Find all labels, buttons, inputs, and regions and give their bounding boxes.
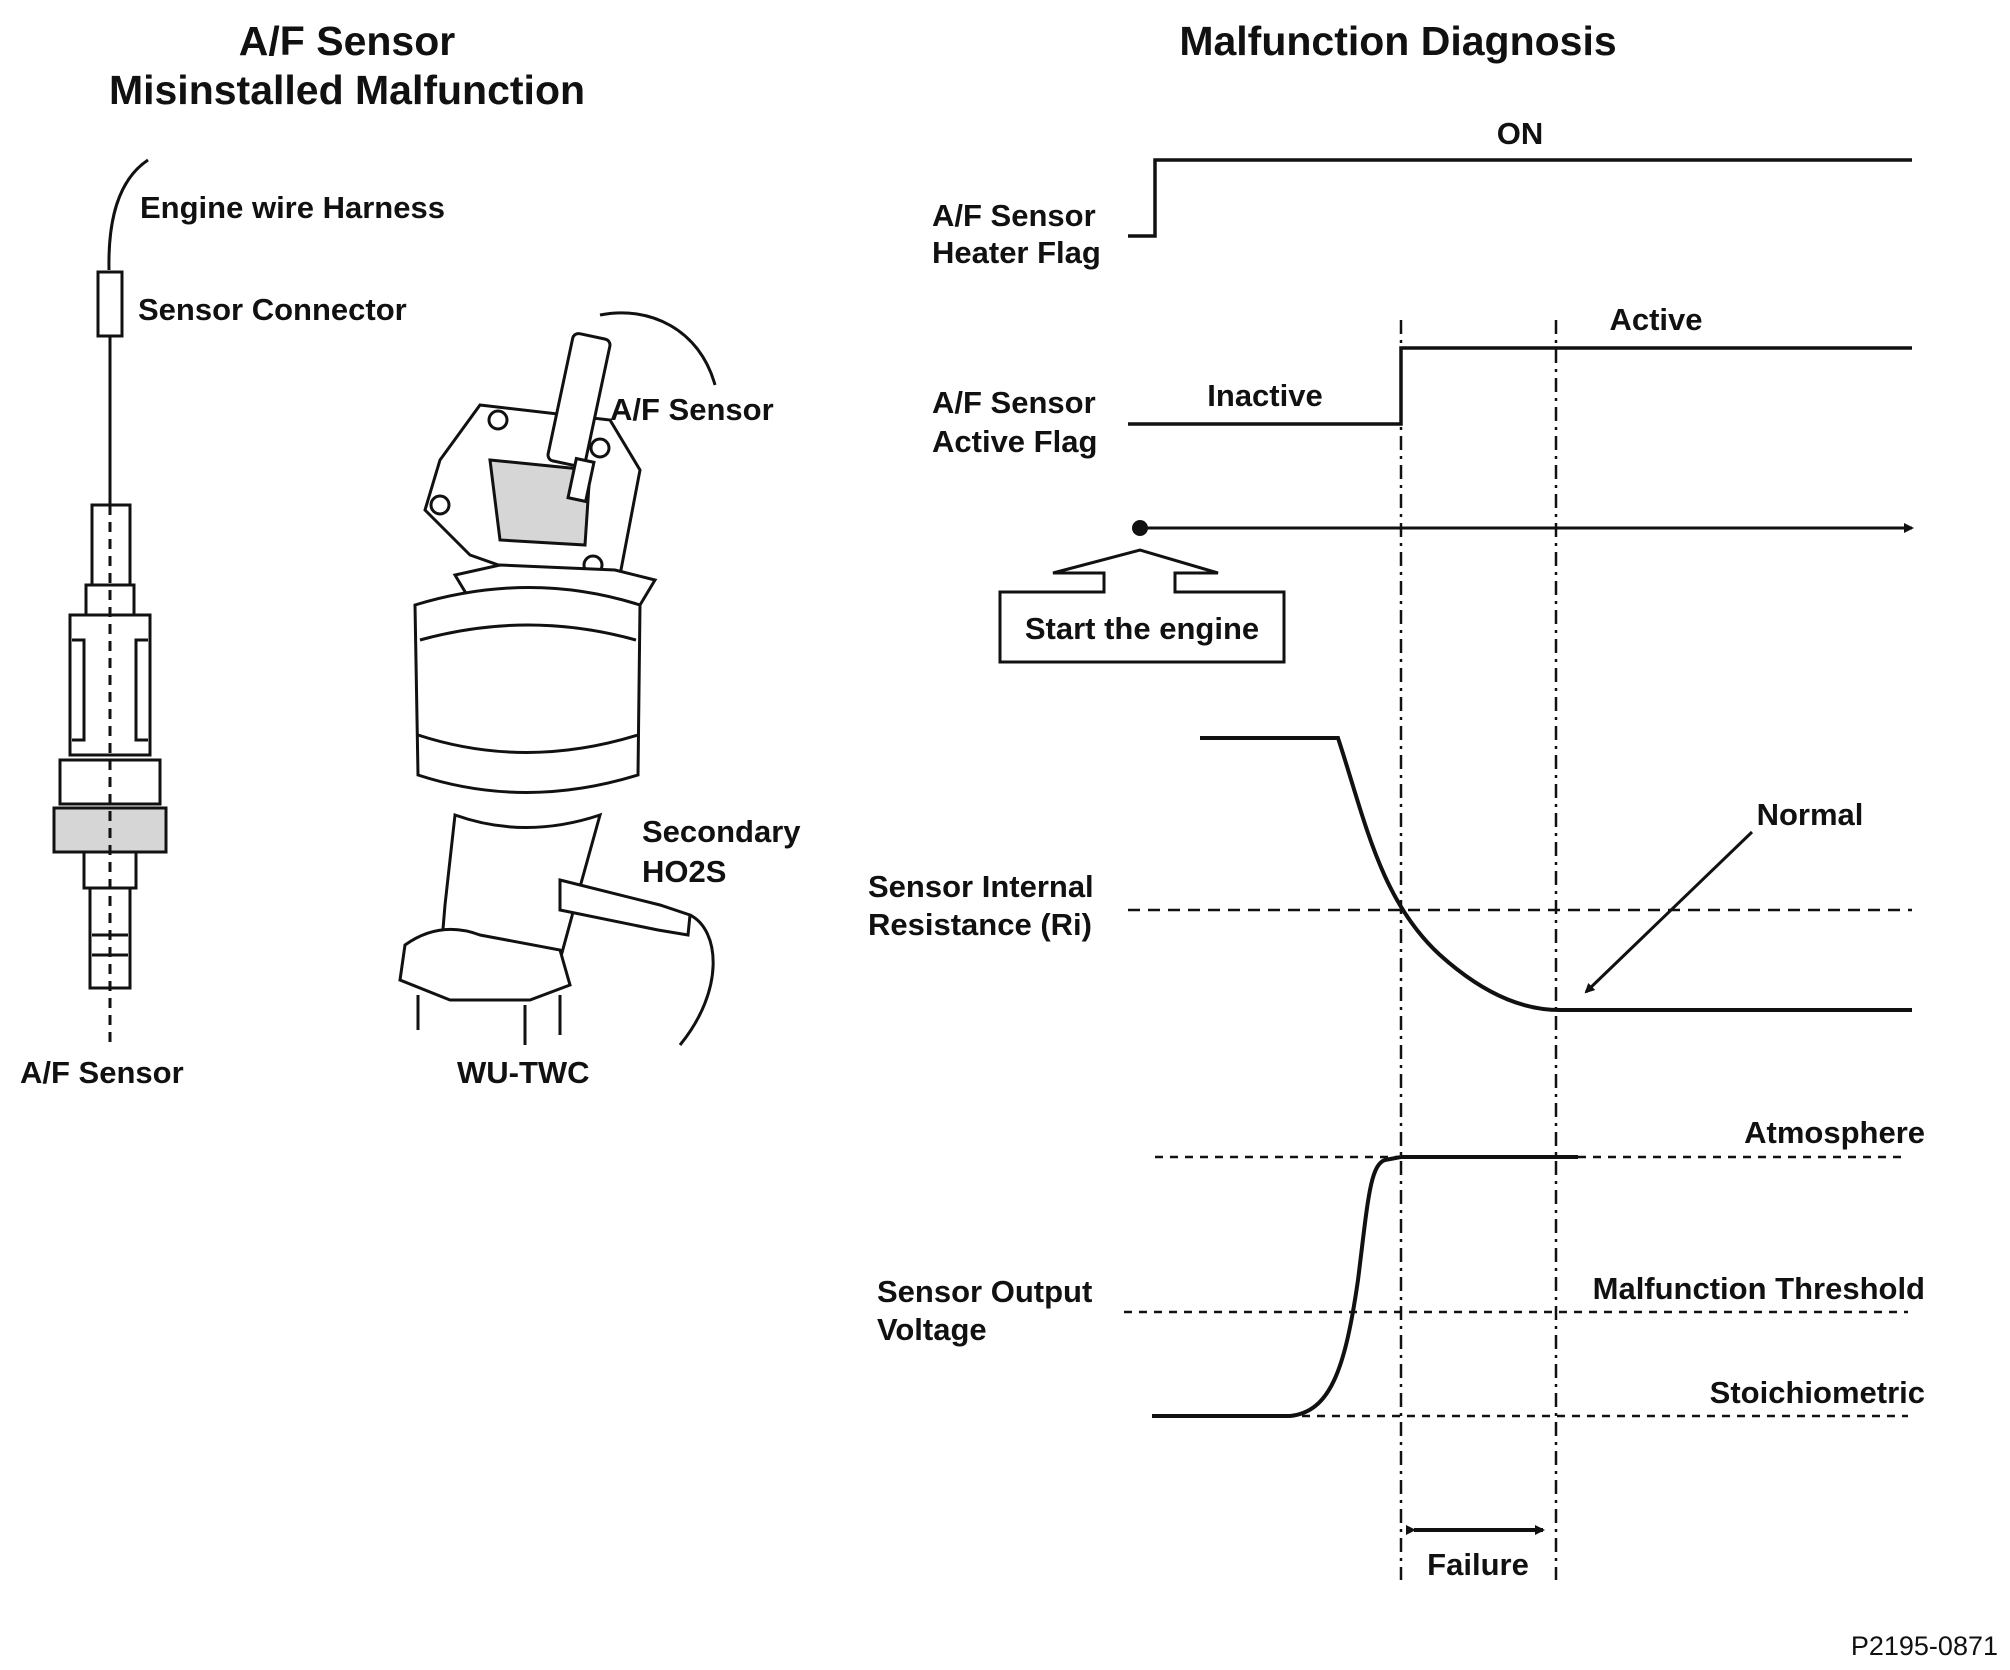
resistance-label-line2: Resistance (Ri) xyxy=(868,907,1092,942)
heater-flag-label-line1: A/F Sensor xyxy=(932,198,1096,233)
label-secondary-line1: Secondary xyxy=(642,814,801,849)
voltage-label-line1: Sensor Output xyxy=(877,1274,1092,1309)
heater-flag-label-line2: Heater Flag xyxy=(932,235,1101,270)
right-panel: Malfunction Diagnosis A/F Sensor Heater … xyxy=(868,18,1925,1582)
normal-annotation: Normal xyxy=(1757,797,1864,832)
label-af-sensor-bottom: A/F Sensor xyxy=(20,1055,184,1090)
label-af-sensor-converter: A/F Sensor xyxy=(610,392,774,427)
normal-pointer-arrow xyxy=(1584,830,1754,994)
left-title-line1: A/F Sensor xyxy=(239,18,455,64)
malfunction-threshold-label: Malfunction Threshold xyxy=(1593,1271,1925,1306)
active-flag-label-line2: Active Flag xyxy=(932,424,1097,459)
sensor-connector-shape xyxy=(96,270,124,338)
voltage-label-line2: Voltage xyxy=(877,1312,987,1347)
failure-label: Failure xyxy=(1427,1547,1529,1582)
right-title: Malfunction Diagnosis xyxy=(1179,18,1616,64)
label-wu-twc: WU-TWC xyxy=(457,1055,590,1090)
harness-wire xyxy=(107,158,149,271)
wu-twc-converter xyxy=(398,311,717,1046)
left-panel: A/F Sensor Misinstalled Malfunction Engi… xyxy=(20,18,801,1090)
heater-flag-on-label: ON xyxy=(1497,116,1544,151)
active-flag-active-label: Active xyxy=(1609,302,1702,337)
active-flag-label-line1: A/F Sensor xyxy=(932,385,1096,420)
start-engine-callout xyxy=(998,548,1286,664)
voltage-curve xyxy=(1152,1155,1578,1418)
left-title-line2: Misinstalled Malfunction xyxy=(109,67,585,113)
resistance-curve xyxy=(1200,736,1912,1012)
heater-flag-signal xyxy=(1128,158,1912,238)
stoichiometric-label: Stoichiometric xyxy=(1710,1375,1925,1410)
label-secondary-line2: HO2S xyxy=(642,854,726,889)
label-sensor-connector: Sensor Connector xyxy=(138,292,407,327)
active-flag-inactive-label: Inactive xyxy=(1207,378,1322,413)
figure-id: P2195-0871 xyxy=(1851,1631,1998,1661)
resistance-label-line1: Sensor Internal xyxy=(868,869,1094,904)
atmosphere-label: Atmosphere xyxy=(1744,1115,1925,1150)
label-engine-wire-harness: Engine wire Harness xyxy=(140,190,445,225)
af-sensor-cross-section xyxy=(52,503,168,1045)
start-engine-label: Start the engine xyxy=(1025,611,1259,646)
